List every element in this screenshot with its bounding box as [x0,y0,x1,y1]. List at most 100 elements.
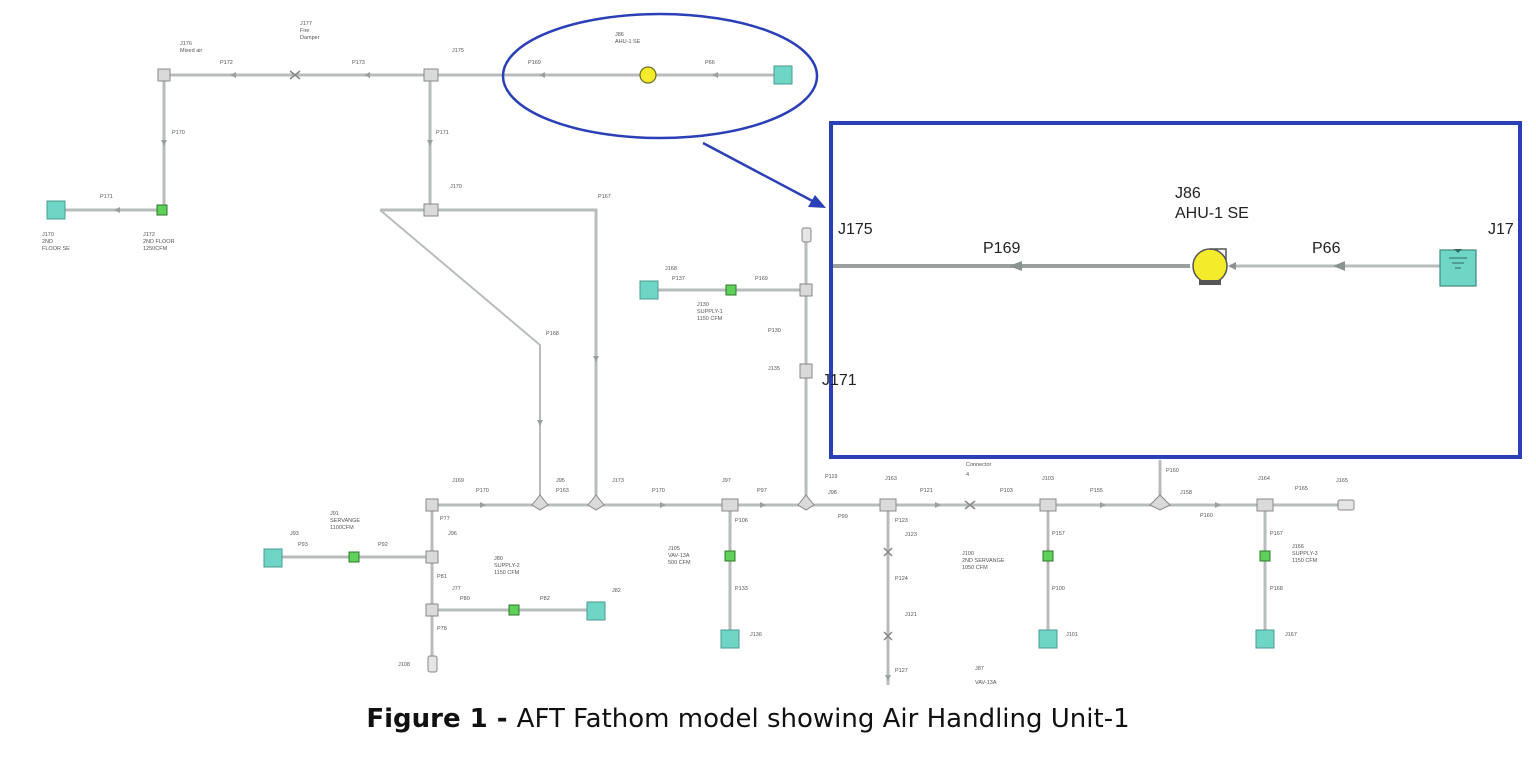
svg-text:P171: P171 [436,130,449,136]
svg-text:P124: P124 [895,576,908,582]
figure-caption: Figure 1 - AFT Fathom model showing Air … [0,704,1496,734]
svg-text:P169: P169 [755,276,768,282]
svg-text:P133: P133 [735,586,748,592]
svg-text:P100: P100 [1052,586,1065,592]
svg-text:P82: P82 [540,596,550,602]
svg-text:J80: J80 [494,556,503,562]
svg-text:J166: J166 [1292,544,1304,550]
callout-arrowhead [808,195,826,208]
svg-text:P165: P165 [1295,486,1308,492]
svg-text:P93: P93 [298,542,308,548]
svg-text:SUPPLY-3: SUPPLY-3 [1292,551,1318,557]
svg-text:1050 CFM: 1050 CFM [962,565,988,571]
svg-text:1250CFM: 1250CFM [143,246,168,252]
svg-text:4: 4 [966,472,969,478]
svg-text:J164: J164 [1258,476,1270,482]
tank-icon [773,65,793,85]
svg-text:J108: J108 [398,662,410,668]
svg-text:P173: P173 [352,60,365,66]
svg-text:J93: J93 [290,531,299,537]
supply-branch: J168 P137 P169 J130 SUPPLY-1 1150 CFM P1… [639,227,813,498]
svg-text:J168: J168 [665,266,677,272]
svg-text:J121: J121 [905,612,917,618]
callout-ellipse [501,12,819,140]
junction-label: J175 [838,221,873,238]
svg-text:P171: P171 [100,194,113,200]
svg-text:J123: J123 [905,532,917,538]
svg-text:P172: P172 [220,60,233,66]
svg-text:J98: J98 [828,490,837,496]
svg-text:P155: P155 [1090,488,1103,494]
svg-text:AHU-1 SE: AHU-1 SE [615,39,641,45]
control-valve-icon [725,284,737,296]
svg-text:J91: J91 [330,511,339,517]
svg-text:1150 CFM: 1150 CFM [697,316,723,322]
junction-label: J171 [822,372,857,389]
svg-text:J163: J163 [885,476,897,482]
svg-text:J105: J105 [668,546,680,552]
svg-text:P137: P137 [672,276,685,282]
svg-text:P163: P163 [556,488,569,494]
svg-text:P160: P160 [1200,513,1213,519]
svg-text:Fire: Fire [300,28,309,34]
svg-text:P80: P80 [460,596,470,602]
svg-text:P78: P78 [437,626,447,632]
svg-text:J100: J100 [962,551,974,557]
svg-text:J130: J130 [697,302,709,308]
svg-text:P81: P81 [437,574,447,580]
control-valve-icon [156,204,168,216]
svg-text:P97: P97 [757,488,767,494]
svg-text:P77: P77 [440,516,450,522]
svg-text:J177: J177 [300,21,312,27]
svg-text:2ND SERVANGE: 2ND SERVANGE [962,558,1005,564]
tee-junction [799,363,813,379]
damper-valve-icon [964,500,976,510]
svg-text:P99: P99 [838,514,848,520]
pipe-label: P169 [983,240,1020,257]
svg-text:VAV-13A: VAV-13A [975,680,997,686]
tee-junction [799,283,813,297]
svg-text:P167: P167 [598,194,611,200]
svg-text:2ND: 2ND [42,239,53,245]
svg-text:Connector: Connector [966,462,992,468]
svg-text:1100CFM: 1100CFM [330,525,354,531]
svg-text:J95: J95 [556,478,565,484]
svg-text:P119: P119 [825,474,837,480]
svg-text:J172: J172 [143,232,155,238]
svg-text:P168: P168 [546,331,559,337]
zoom-inset: J175 J86 AHU-1 SE P169 P66 J17 J171 [822,121,1522,459]
svg-text:P169: P169 [528,60,541,66]
svg-text:P170: P170 [172,130,185,136]
zoom-box [829,121,1522,459]
svg-text:J167: J167 [1285,632,1297,638]
svg-text:P130: P130 [768,328,781,334]
svg-text:J82: J82 [612,588,621,594]
svg-text:500 CFM: 500 CFM [668,560,691,566]
svg-text:J170: J170 [450,184,462,190]
tank-icon [639,280,659,300]
svg-text:P170: P170 [476,488,489,494]
svg-text:J101: J101 [1066,632,1078,638]
svg-text:Mixed air: Mixed air [180,48,202,54]
svg-text:J77: J77 [452,586,461,592]
bottom-network: J169 P170 J95 P163 J173 P170 J97 P97 P11… [263,460,1355,686]
svg-text:J96: J96 [448,531,457,537]
svg-text:P103: P103 [1000,488,1013,494]
pump-id-label: J86 [1175,185,1201,202]
svg-text:J135: J135 [768,366,780,372]
tank-icon [46,200,66,220]
damper-valve-icon [289,70,301,80]
svg-text:P127: P127 [895,668,908,674]
svg-text:J169: J169 [452,478,464,484]
pump-icon [639,66,657,84]
svg-text:J170: J170 [42,232,54,238]
svg-text:J87: J87 [975,666,984,672]
svg-text:P157: P157 [1052,531,1065,537]
svg-text:1150 CFM: 1150 CFM [494,570,520,576]
svg-text:VAV-13A: VAV-13A [668,553,690,559]
svg-text:P121: P121 [920,488,933,494]
pump-name-label: AHU-1 SE [1175,205,1249,222]
svg-text:P167: P167 [1270,531,1283,537]
svg-text:J173: J173 [612,478,624,484]
svg-text:2ND FLOOR: 2ND FLOOR [143,239,175,245]
